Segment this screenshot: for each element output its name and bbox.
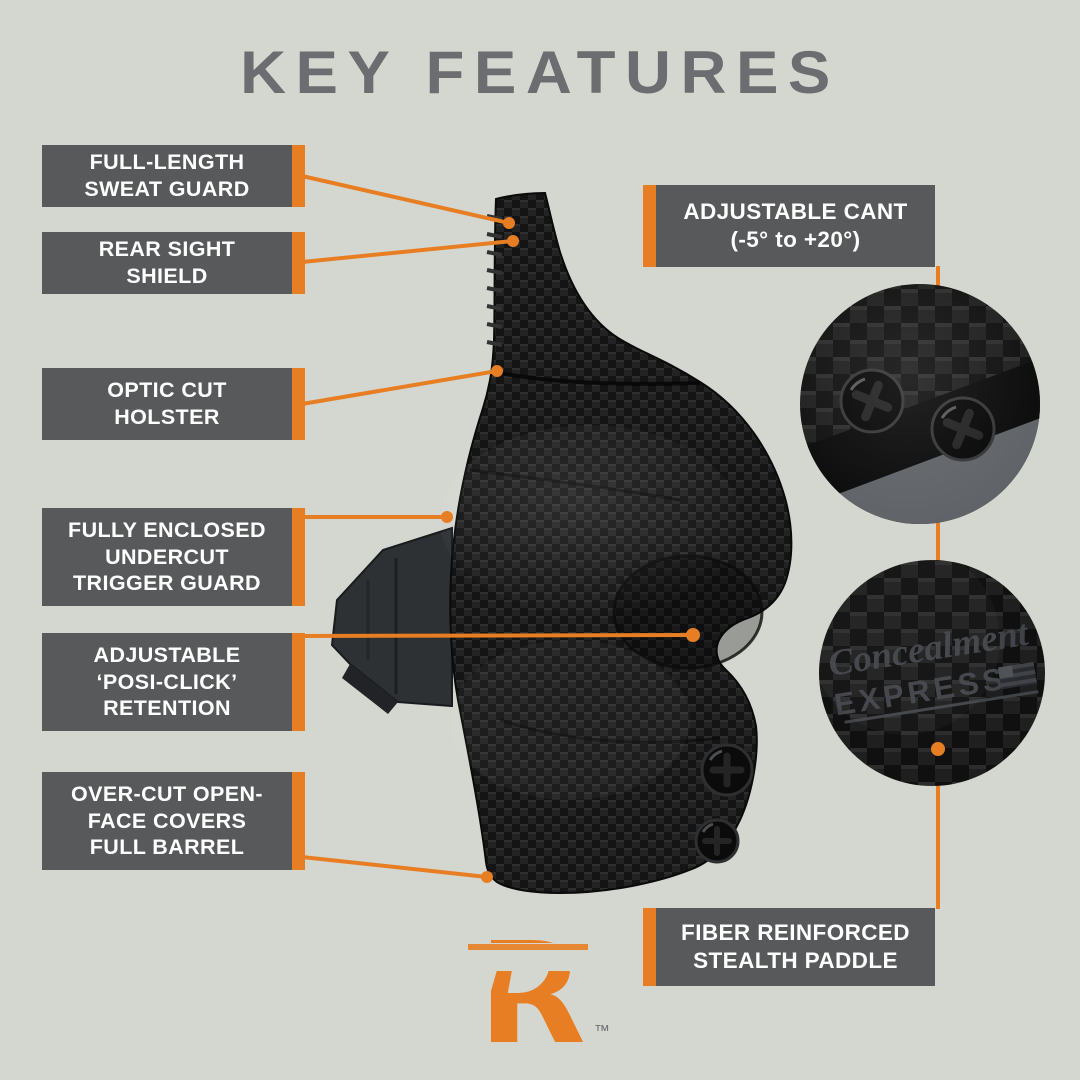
- brand-logo: R ™: [458, 913, 610, 1076]
- accent-bar: [292, 145, 305, 207]
- label-line: FACE COVERS: [87, 808, 247, 833]
- accent-bar: [643, 908, 656, 986]
- label-line: ‘POSI-CLICK’: [96, 669, 238, 694]
- label-line: REAR SIGHT: [98, 237, 236, 262]
- feature-label-stealth-paddle: FIBER REINFORCED STEALTH PADDLE: [643, 908, 935, 986]
- feature-label-text: OPTIC CUT HOLSTER: [42, 368, 292, 440]
- label-line: UNDERCUT: [105, 544, 229, 569]
- label-line: FULL BARREL: [89, 835, 245, 860]
- label-line: FULLY ENCLOSED: [68, 518, 266, 543]
- feature-label-text: ADJUSTABLE CANT (-5° to +20°): [656, 185, 935, 267]
- accent-bar: [643, 185, 656, 267]
- label-line: RETENTION: [103, 696, 231, 721]
- brand-logo-pistol-icon: [458, 943, 589, 1009]
- retention-screw-top: [700, 743, 754, 797]
- label-line: SWEAT GUARD: [84, 177, 250, 201]
- feature-label-text: ADJUSTABLE ‘POSI-CLICK’ RETENTION: [42, 633, 292, 731]
- feature-label-text: FULL-LENGTH SWEAT GUARD: [42, 145, 292, 207]
- label-line: ADJUSTABLE: [93, 643, 241, 668]
- label-line: OPTIC CUT: [107, 378, 227, 403]
- label-line: OVER-CUT OPEN-: [71, 782, 263, 807]
- accent-bar: [292, 508, 305, 606]
- holster-photo: [440, 191, 793, 895]
- feature-label-trigger-guard: FULLY ENCLOSED UNDERCUT TRIGGER GUARD: [42, 508, 305, 606]
- trademark-symbol: ™: [594, 1023, 610, 1040]
- feature-label-text: FIBER REINFORCED STEALTH PADDLE: [656, 908, 935, 986]
- label-line: HOLSTER: [114, 405, 220, 429]
- label-line: ADJUSTABLE CANT: [683, 199, 908, 225]
- brand-logo-letter: R: [478, 913, 586, 1076]
- feature-label-sweat-guard: FULL-LENGTH SWEAT GUARD: [42, 145, 305, 207]
- label-line: (-5° to +20°): [730, 227, 861, 252]
- label-line: STEALTH PADDLE: [693, 948, 898, 973]
- feature-label-text: REAR SIGHT SHIELD: [42, 232, 292, 294]
- feature-label-rear-sight-shield: REAR SIGHT SHIELD: [42, 232, 305, 294]
- retention-screw-bottom: [694, 818, 740, 864]
- label-line: FULL-LENGTH: [89, 150, 245, 175]
- inset-brand-stamp: Concealment EXPRESS: [819, 560, 1045, 786]
- label-line: SHIELD: [126, 264, 208, 288]
- serrations: [486, 214, 503, 347]
- callout-dots: [441, 217, 945, 883]
- feature-label-optic-cut: OPTIC CUT HOLSTER: [42, 368, 305, 440]
- label-line: TRIGGER GUARD: [73, 571, 261, 596]
- feature-label-retention: ADJUSTABLE ‘POSI-CLICK’ RETENTION: [42, 633, 305, 731]
- accent-bar: [292, 368, 305, 440]
- holster-claw: [330, 526, 453, 714]
- inset-cant-hardware: [800, 284, 1040, 524]
- feature-label-text: FULLY ENCLOSED UNDERCUT TRIGGER GUARD: [42, 508, 292, 606]
- label-line: FIBER REINFORCED: [681, 920, 910, 946]
- page-title: KEY FEATURES: [240, 39, 840, 106]
- feature-label-text: OVER-CUT OPEN- FACE COVERS FULL BARREL: [42, 772, 292, 870]
- callout-connectors: [301, 174, 694, 879]
- feature-label-adjustable-cant: ADJUSTABLE CANT (-5° to +20°): [643, 185, 935, 267]
- accent-bar: [292, 633, 305, 731]
- accent-bar: [292, 232, 305, 294]
- feature-label-over-cut: OVER-CUT OPEN- FACE COVERS FULL BARREL: [42, 772, 305, 870]
- accent-bar: [292, 772, 305, 870]
